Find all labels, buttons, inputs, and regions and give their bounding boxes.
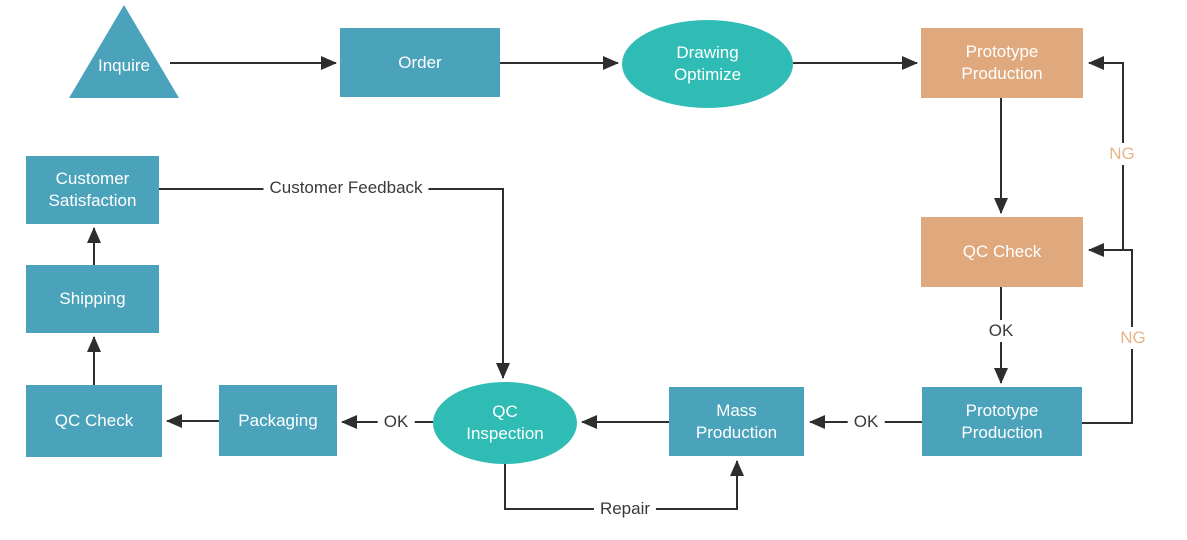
node-qc-check-right-label: QC Check [962, 242, 1042, 262]
node-packaging: Packaging [219, 385, 337, 456]
edge-label-ng-to-qc-check: NG [1116, 327, 1150, 349]
node-prototype-production-bottom-label: Prototype Production [961, 400, 1043, 442]
node-mass-production-label: Mass Production [695, 400, 778, 442]
node-order-label: Order [398, 52, 442, 72]
node-qc-inspection-label: QC Inspection [466, 402, 544, 443]
edge-label-ok-prototype-to-mass: OK [847, 411, 885, 433]
node-order: Order [340, 28, 500, 97]
node-qc-check-left-label: QC Check [54, 411, 134, 431]
edge-customer-feedback [159, 188, 510, 379]
node-drawing-optimize-label: Drawing Optimize [673, 43, 742, 84]
edge-label-ok-inspection-to-packaging: OK [377, 411, 415, 433]
node-packaging-label: Packaging [238, 410, 318, 430]
node-qc-check-right: QC Check [921, 217, 1083, 287]
node-prototype-production-top: Prototype Production [921, 28, 1083, 98]
node-prototype-production-bottom: Prototype Production [922, 387, 1082, 456]
node-drawing-optimize: Drawing Optimize [622, 20, 793, 108]
edge-label-ok-qc-to-prototype: OK [982, 320, 1020, 342]
node-prototype-production-top-label: Prototype Production [961, 42, 1043, 83]
node-qc-check-left: QC Check [26, 385, 162, 457]
edge-label-ng-to-prototype-top: NG [1105, 143, 1139, 165]
edge-ng-to-prototype-top [1088, 56, 1124, 251]
edge-label-customer-feedback: Customer Feedback [263, 177, 429, 199]
node-shipping-label: Shipping [59, 289, 126, 309]
node-inquire-label: Inquire [98, 56, 150, 76]
node-qc-inspection: QC Inspection [433, 382, 577, 464]
node-mass-production: Mass Production [669, 387, 804, 456]
edge-label-repair: Repair [593, 498, 657, 520]
node-shipping: Shipping [26, 265, 159, 333]
node-customer-satisfaction: Customer Satisfaction [26, 156, 159, 224]
node-customer-satisfaction-label: Customer Satisfaction [48, 169, 137, 210]
